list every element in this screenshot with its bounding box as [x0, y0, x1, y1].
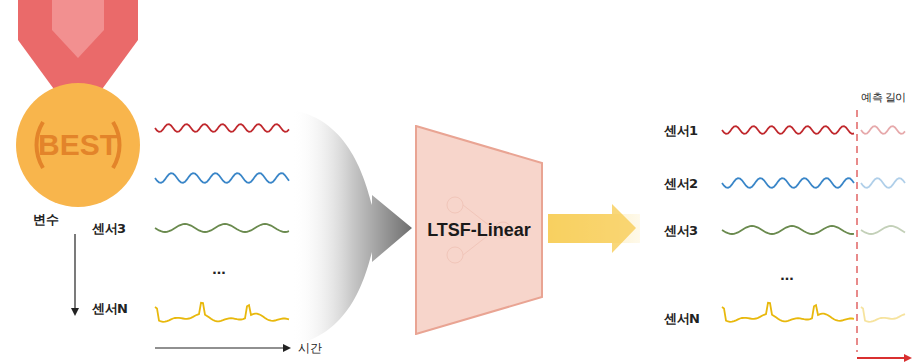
- sensor-signal: [155, 303, 289, 322]
- axis-or-sensor-label: 센서3: [92, 220, 126, 238]
- horizon-arrow: [904, 354, 912, 362]
- horizon-label: 예측 길이: [861, 90, 906, 105]
- sensor-signal: [155, 224, 289, 232]
- sensor-signal: [155, 173, 289, 183]
- sensor-signal: [722, 226, 854, 234]
- sensor-signal: [861, 126, 905, 134]
- output-arrow: [548, 204, 636, 253]
- sensor-signal: [861, 178, 905, 188]
- axis-or-sensor-label: 시간: [298, 340, 321, 357]
- sensor-signal: [722, 178, 854, 188]
- model-name: LTSF-Linear: [427, 220, 531, 241]
- forecast-boundary: [856, 110, 858, 352]
- axis-or-sensor-label: 센서3: [664, 222, 698, 240]
- axis-head: [71, 308, 79, 316]
- axis-or-sensor-label: 센서1: [664, 122, 698, 140]
- model-box: LTSF-Linear: [415, 125, 543, 335]
- sensor-signal: [861, 307, 905, 322]
- sensor-signal: [722, 126, 854, 134]
- axis-or-sensor-label: 센서2: [664, 175, 698, 193]
- sensor-signal: [861, 226, 905, 234]
- time-axis: [155, 347, 284, 348]
- axis-head: [283, 344, 291, 352]
- medal-ribbon: [52, 0, 104, 58]
- medal-ribbon: [18, 0, 138, 92]
- sensor-signal: [722, 303, 854, 322]
- axis-or-sensor-label: 센서N: [92, 300, 127, 318]
- ellipsis: ...: [212, 262, 225, 277]
- medal-text: BEST: [38, 128, 118, 162]
- input-arrow: [292, 110, 412, 345]
- horizon-arrow: [857, 357, 906, 359]
- axis-or-sensor-label: 센서N: [664, 310, 699, 328]
- variable-axis: [74, 234, 75, 310]
- best-medal: BEST: [15, 82, 141, 208]
- ellipsis: ...: [780, 268, 793, 283]
- sensor-signal: [155, 124, 289, 132]
- axis-or-sensor-label: 변수: [33, 211, 58, 229]
